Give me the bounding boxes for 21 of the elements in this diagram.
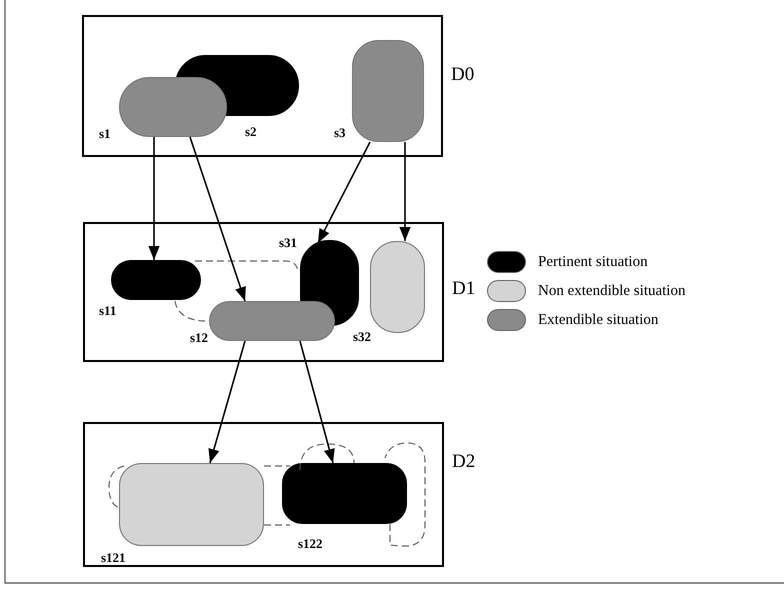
- situation-label: s121: [101, 551, 126, 564]
- domain-label: D2: [452, 452, 476, 471]
- arrow: [208, 340, 246, 464]
- arrow: [189, 136, 246, 302]
- situation-label: s2: [245, 125, 257, 138]
- situation-label: s12: [190, 331, 208, 344]
- domain-label: D0: [451, 65, 474, 84]
- situation-label: s3: [334, 126, 346, 139]
- arrow: [399, 142, 411, 241]
- arrow: [148, 137, 160, 260]
- arrow: [299, 340, 335, 464]
- situation-label: s1: [99, 127, 111, 140]
- legend-label: Pertinent situation: [538, 255, 648, 270]
- situation-label: s31: [279, 236, 298, 249]
- situation-label: s32: [353, 330, 372, 343]
- legend-label: Extendible situation: [538, 313, 658, 328]
- legend-label: Non extendible situation: [538, 284, 686, 299]
- situation-label: s122: [298, 537, 323, 550]
- domain-label: D1: [452, 279, 476, 298]
- situation-label: s11: [99, 304, 116, 317]
- arrow: [317, 142, 371, 244]
